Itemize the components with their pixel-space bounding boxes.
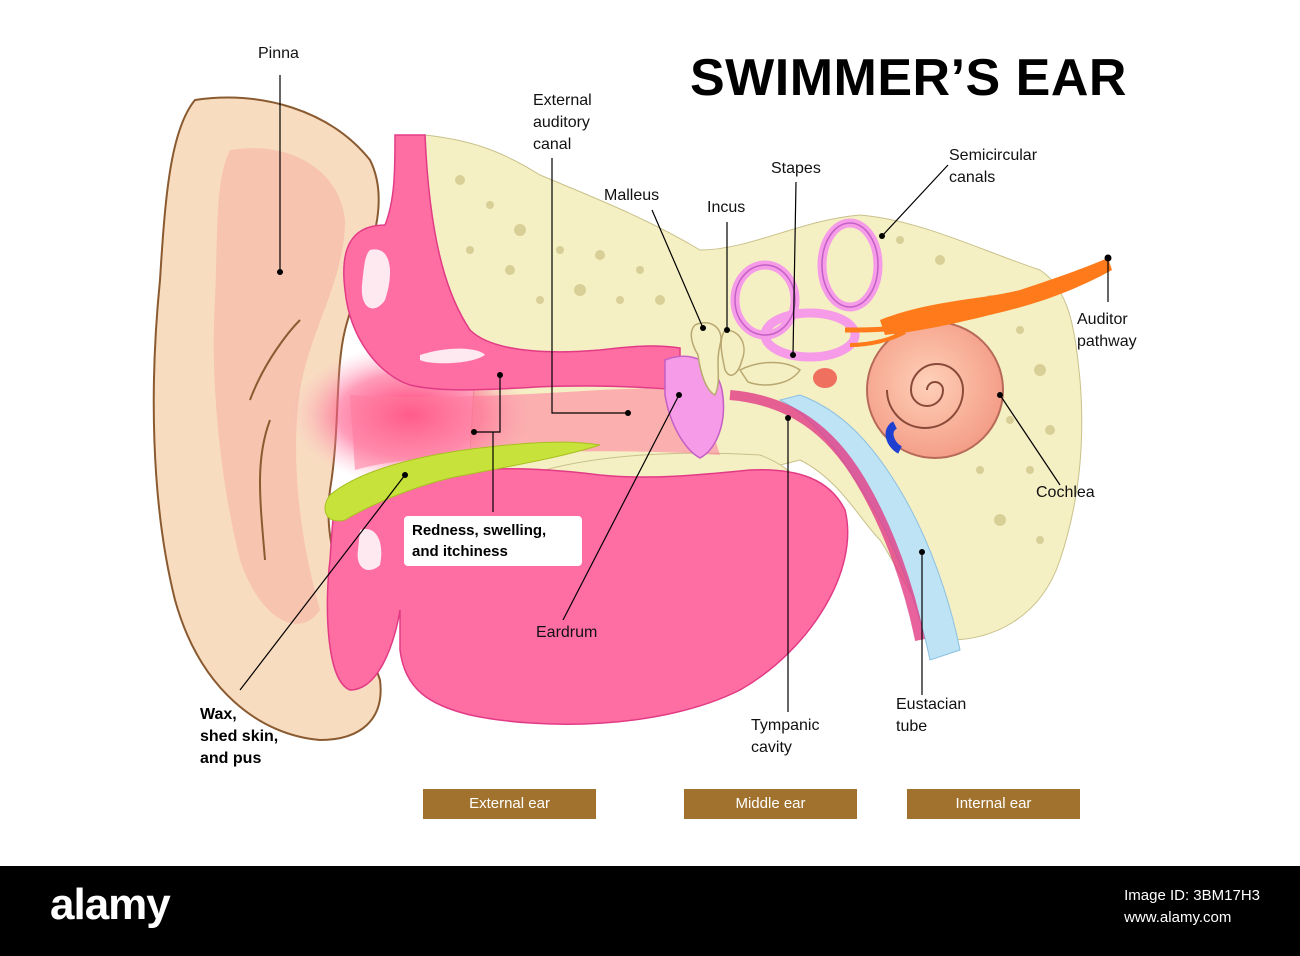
section-middle-ear: Middle ear [684, 789, 857, 819]
label-eustacian-line1: Eustacian [896, 696, 967, 713]
round-window [885, 421, 903, 454]
label-tympanic-line1: Tympanic [751, 717, 820, 734]
symptom-wax-line1: Wax, [200, 706, 237, 723]
label-external-canal: External auditory canal [533, 90, 592, 156]
upper-cartilage-highlight [361, 249, 390, 309]
label-semicircular-line1: Semicircular [949, 147, 1038, 164]
bone-texture [455, 175, 1055, 544]
symptom-wax-line3: and pus [200, 750, 262, 767]
label-eardrum: Eardrum [536, 624, 598, 641]
pinna-helix-line [249, 319, 301, 401]
leader-lines [239, 75, 1109, 712]
pinna-antihelix-line [259, 419, 271, 561]
footer-site: www.alamy.com [1124, 909, 1232, 926]
footer-image-id: Image ID: 3BM17H3 [1124, 887, 1260, 904]
label-incus: Incus [707, 199, 746, 216]
symptom-wax-line2: shed skin, [200, 728, 279, 745]
label-semicircular-canals: Semicircular canals [949, 145, 1037, 189]
ear-anatomy-diagram [152, 75, 1112, 742]
label-auditor-line1: Auditor [1077, 311, 1128, 328]
wax-deposit [324, 441, 601, 522]
ossicles [690, 322, 802, 397]
upper-cartilage [343, 134, 681, 391]
lower-tissue-highlight [357, 529, 382, 570]
vestibule [813, 368, 837, 388]
footer-image-info: Image ID: 3BM17H3 www.alamy.com [1124, 885, 1260, 929]
page-title: SWIMMER’S EAR [690, 49, 1127, 107]
label-eustacian-line2: tube [896, 718, 928, 735]
cochlea-spiral [886, 363, 965, 429]
symptom-redness-line1: Redness, swelling, [412, 522, 547, 539]
leader-dots [277, 233, 1112, 555]
canal-highlight [420, 348, 485, 364]
symptom-wax-label: Wax, shed skin, and pus [200, 704, 278, 770]
label-external-canal-line2: auditory [533, 114, 590, 131]
section-internal-ear: Internal ear [907, 789, 1080, 819]
label-auditor-line2: pathway [1077, 333, 1137, 350]
pinna-inner-fold [213, 148, 345, 624]
lower-tissue [326, 468, 849, 725]
auditory-nerve [880, 258, 1112, 335]
label-tympanic-line2: cavity [751, 739, 792, 756]
label-tympanic-cavity: Tympanic cavity [751, 715, 819, 759]
label-semicircular-line2: canals [949, 169, 996, 186]
footer-logo: alamy [50, 880, 171, 929]
footer-bar [0, 866, 1300, 956]
label-external-canal-line1: External [533, 92, 592, 109]
label-malleus: Malleus [604, 187, 660, 204]
ear-canal [350, 388, 720, 470]
label-cochlea: Cochlea [1036, 484, 1095, 501]
label-pinna: Pinna [258, 45, 299, 62]
label-auditor-pathway: Auditor pathway [1077, 309, 1137, 353]
label-external-canal-line3: canal [533, 136, 572, 153]
label-stapes: Stapes [771, 160, 821, 177]
symptom-redness-line2: and itchiness [412, 543, 508, 560]
tympanic-stripe [729, 390, 925, 641]
label-eustacian-tube: Eustacian tube [896, 694, 966, 738]
section-external-ear: External ear [423, 789, 596, 819]
symptom-callout-redness: Redness, swelling, and itchiness [404, 516, 582, 566]
